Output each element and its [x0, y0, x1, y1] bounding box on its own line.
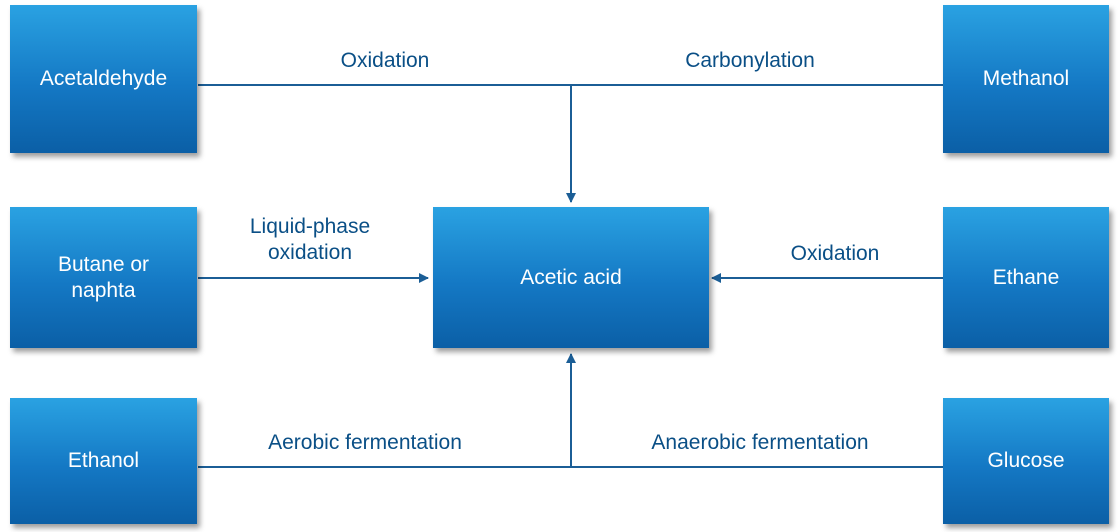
node-butane-or-naphta: Butane or naphta — [10, 207, 197, 348]
node-acetic-acid: Acetic acid — [433, 207, 709, 348]
node-acetic-acid-label: Acetic acid — [520, 265, 622, 289]
edge-label-aerobic-fermentation: Aerobic fermentation — [268, 431, 462, 454]
node-glucose: Glucose — [943, 398, 1109, 524]
edge-label-liquid-phase-oxidation: Liquid-phase oxidation — [249, 215, 371, 265]
node-methanol: Methanol — [943, 5, 1109, 153]
edge-label-oxidation-top: Oxidation — [340, 49, 430, 72]
node-ethane-label: Ethane — [992, 265, 1060, 289]
node-glucose-label: Glucose — [987, 449, 1065, 473]
node-acetaldehyde-label: Acetaldehyde — [39, 67, 168, 91]
node-acetaldehyde: Acetaldehyde — [10, 5, 197, 153]
node-ethane: Ethane — [943, 207, 1109, 348]
edge-label-anaerobic-fermentation: Anaerobic fermentation — [651, 431, 869, 454]
node-ethanol-label: Ethanol — [67, 449, 140, 473]
edge-label-oxidation-right: Oxidation — [790, 242, 880, 265]
node-methanol-label: Methanol — [982, 67, 1070, 91]
edge-label-carbonylation: Carbonylation — [685, 49, 815, 72]
node-butane-label: Butane or naphta — [57, 253, 150, 302]
node-ethanol: Ethanol — [10, 398, 197, 524]
